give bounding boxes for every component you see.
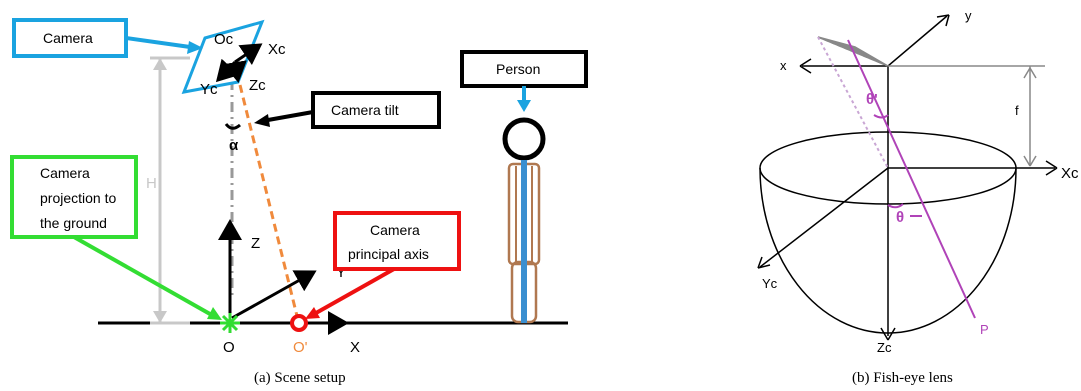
zc-label: Zc xyxy=(249,77,266,94)
principal-label-2: principal axis xyxy=(348,246,429,262)
camera-box-label: Camera xyxy=(43,30,93,46)
zc-axis-label: Zc xyxy=(877,340,892,355)
x-label: X xyxy=(350,339,360,356)
y-label: Y xyxy=(336,264,346,281)
panel-a-scene-setup: H Z α Oc Xc Yc Zc Camera Came xyxy=(10,18,588,386)
y-axis-top xyxy=(887,15,948,67)
projection-callout: Camera projection to the ground xyxy=(10,155,222,320)
alpha-label: α xyxy=(229,137,239,154)
panel-b-fisheye-lens: Zc Xc Yc x y f P θ' xyxy=(757,8,1079,386)
x-axis-top-label: x xyxy=(780,58,787,73)
person-callout: Person xyxy=(460,50,588,112)
o-prime-label: O' xyxy=(293,339,308,356)
h-label: H xyxy=(146,175,157,192)
yc-axis xyxy=(759,167,889,268)
camera-callout: Camera xyxy=(12,18,203,58)
projected-ray xyxy=(817,36,889,169)
person-figure xyxy=(502,117,546,324)
height-marker: H xyxy=(146,56,190,325)
tilt-arc xyxy=(224,123,241,130)
yc-axis-label: Yc xyxy=(762,276,778,291)
theta-label: θ xyxy=(896,209,904,226)
z-label: Z xyxy=(251,235,260,252)
oc-label: Oc xyxy=(214,31,234,48)
o-label: O xyxy=(223,339,235,356)
xc-label: Xc xyxy=(268,41,286,58)
principal-point-marker xyxy=(290,314,308,332)
caption-a: (a) Scene setup xyxy=(254,370,346,386)
ground-projection-star xyxy=(220,313,240,333)
camera-tilt-callout: Camera tilt xyxy=(254,91,441,129)
person-label: Person xyxy=(496,61,540,77)
principal-label-1: Camera xyxy=(370,222,420,238)
focal-length-marker xyxy=(888,65,1045,167)
principal-callout: Camera principal axis xyxy=(305,211,461,319)
p-label: P xyxy=(980,322,989,337)
yc-label: Yc xyxy=(200,81,218,98)
camera-axes xyxy=(215,43,263,83)
caption-b: (b) Fish-eye lens xyxy=(852,370,953,386)
f-label: f xyxy=(1015,103,1019,118)
camera-tilt-label: Camera tilt xyxy=(331,102,399,118)
principal-axis-line xyxy=(238,84,300,321)
projection-label-3: the ground xyxy=(40,215,107,231)
projection-label-2: projection to xyxy=(40,190,116,206)
incident-ray xyxy=(847,39,976,319)
y-axis-top-label: y xyxy=(965,8,972,23)
projection-label-1: Camera xyxy=(40,165,90,181)
xc-axis-label: Xc xyxy=(1061,165,1079,182)
theta-prime-label: θ' xyxy=(866,91,878,108)
